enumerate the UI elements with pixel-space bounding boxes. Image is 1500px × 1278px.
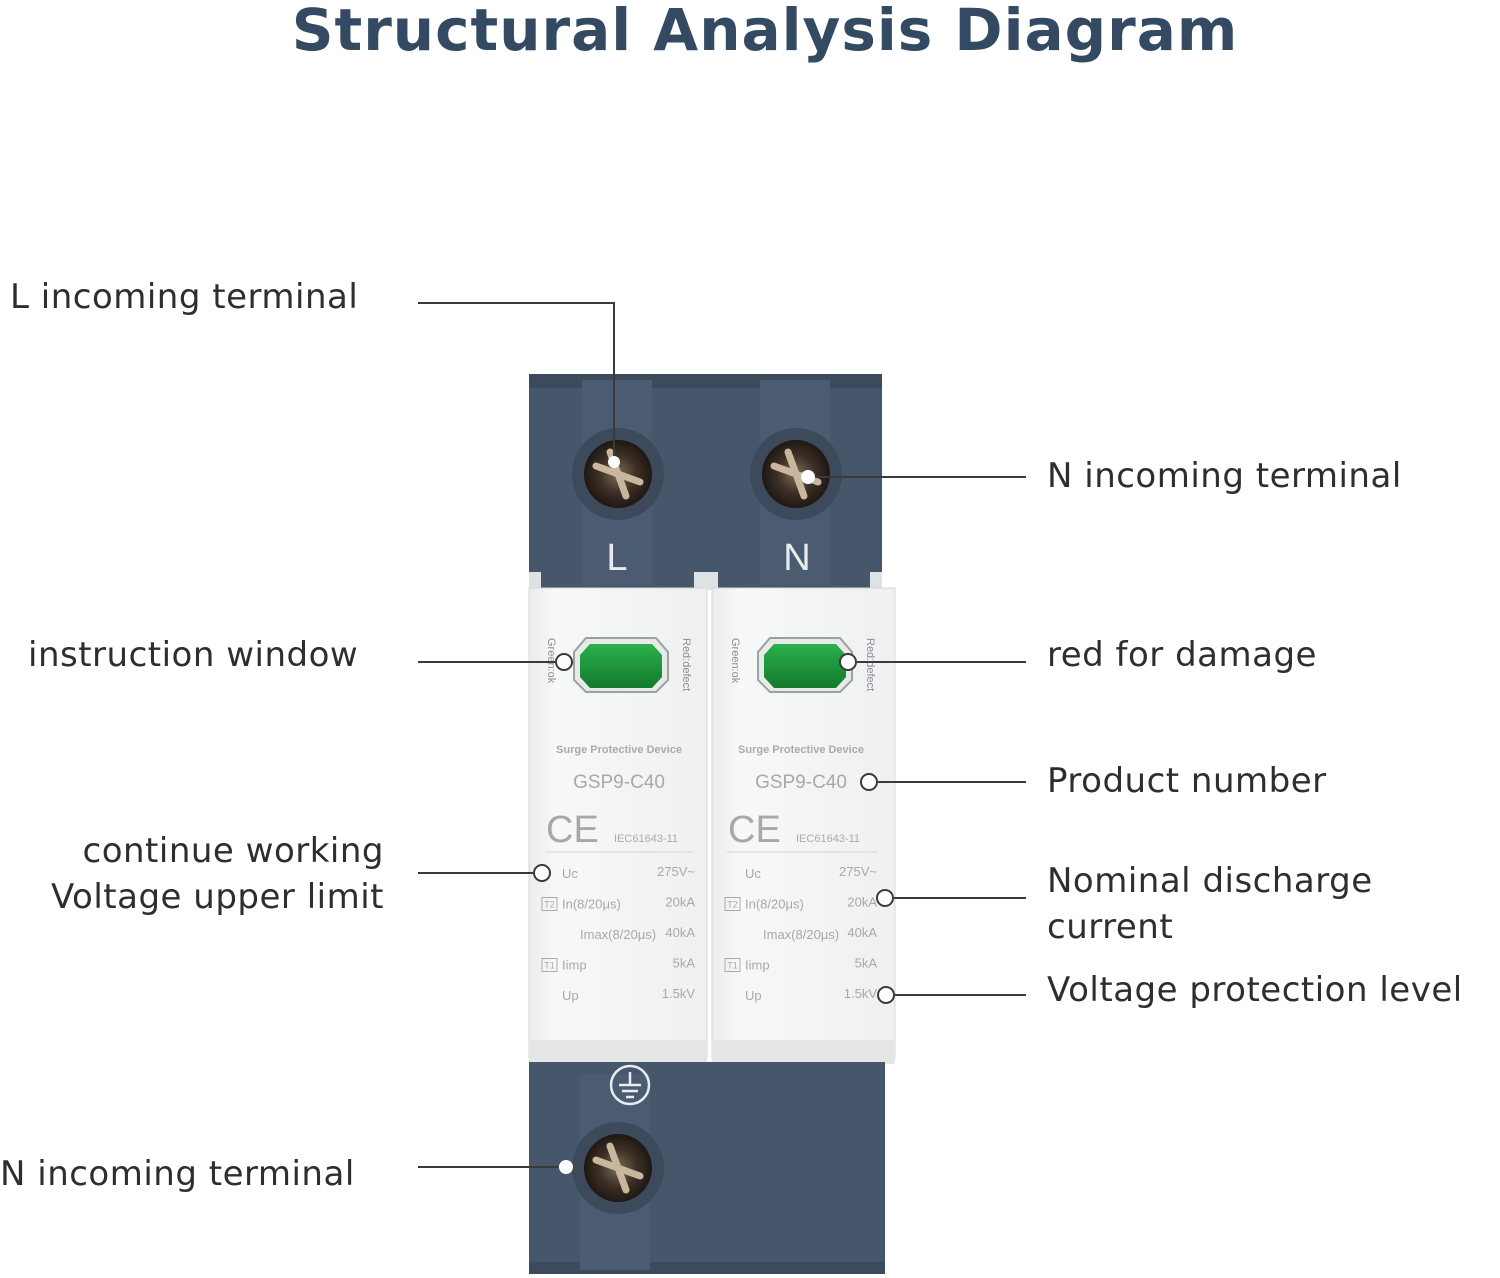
standard-left: IEC61643-11 [614, 833, 678, 845]
marker-n-incoming-bottom [559, 1160, 573, 1174]
label-continue-working: continue working [82, 831, 384, 871]
marker-voltage-protection [877, 986, 895, 1004]
spec-name-right-2: Imax(8/20μs) [763, 927, 839, 942]
label-nominal-discharge-current: current [1047, 907, 1174, 947]
spec-value-left-1: 20kA [665, 895, 695, 910]
spec-table-left: Uc 275V~ T2 In(8/20μs) 20kA Imax(8/20μs) 40kA T… [541, 864, 696, 1003]
spec-name-left-1: In(8/20μs) [562, 897, 621, 912]
indicator-window-right-icon [757, 637, 853, 693]
ground-terminal-screw-icon [572, 1122, 664, 1214]
spec-value-right-0: 275V~ [839, 864, 877, 879]
leader-lines [418, 302, 1026, 1168]
label-n-incoming-terminal-top: N incoming terminal [1047, 456, 1402, 496]
leader-l-incoming [418, 302, 615, 462]
marker-l-incoming [608, 456, 620, 468]
spec-name-left-3: Iimp [562, 958, 587, 973]
device-heading-left: Surge Protective Device [556, 744, 682, 756]
n-terminal-screw-icon [750, 428, 842, 520]
spec-value-left-2: 40kA [665, 925, 695, 940]
label-red-for-damage: red for damage [1047, 635, 1317, 675]
label-voltage-upper-limit: Voltage upper limit [50, 877, 384, 917]
label-instruction-window: instruction window [28, 635, 359, 675]
marker-n-incoming-top [801, 470, 815, 484]
spec-name-left-4: Up [562, 988, 579, 1003]
ce-mark-left-icon: CE [546, 809, 599, 851]
standard-right: IEC61643-11 [796, 833, 860, 845]
spec-name-right-3: Iimp [745, 958, 770, 973]
spec-table-right: Uc 275V~ T2 In(8/20μs) 20kA Imax(8/20μs) 40kA T… [724, 864, 878, 1003]
spec-name-right-1: In(8/20μs) [745, 897, 804, 912]
spec-name-right-0: Uc [745, 866, 761, 881]
spec-name-left-0: Uc [562, 866, 578, 881]
label-product-number: Product number [1047, 761, 1327, 801]
label-n-incoming-terminal-bottom: N incoming terminal [0, 1154, 355, 1194]
model-number-left: GSP9-C40 [573, 772, 665, 793]
spec-value-left-4: 1.5kV [662, 986, 696, 1001]
marker-instruction-window [555, 653, 573, 671]
spec-value-left-3: 5kA [673, 956, 696, 971]
terminal-l-marking: L [606, 537, 627, 579]
spec-name-left-2: Imax(8/20μs) [580, 927, 656, 942]
green-ok-text-left: Green:ok [545, 638, 557, 684]
label-l-incoming-terminal: L incoming terminal [10, 277, 359, 317]
marker-continue-working [533, 864, 551, 882]
model-number-right: GSP9-C40 [755, 772, 847, 793]
spec-tag-right-1: T2 [727, 900, 738, 910]
ground-symbol-icon [609, 1064, 651, 1106]
ce-mark-right-icon: CE [728, 809, 781, 851]
diagram-title: Structural Analysis Diagram [291, 0, 1239, 64]
indicator-window-left-icon [573, 637, 669, 693]
green-ok-text-right: Green:ok [729, 638, 741, 684]
marker-red-for-damage [839, 653, 857, 671]
marker-product-number [860, 773, 878, 791]
red-defect-text-left: Red:defect [680, 638, 692, 691]
spec-value-left-0: 275V~ [657, 864, 695, 879]
terminal-n-marking: N [783, 537, 810, 579]
label-nominal-discharge: Nominal discharge [1047, 861, 1373, 901]
spec-tag-right-3: T1 [727, 961, 738, 971]
spec-tag-box-right-3 [724, 958, 741, 972]
spec-value-right-2: 40kA [847, 925, 877, 940]
spec-tag-box-right-1 [724, 897, 741, 911]
label-voltage-protection-level: Voltage protection level [1047, 970, 1463, 1010]
marker-nominal-discharge [876, 889, 894, 907]
spec-value-right-4: 1.5kV [844, 986, 878, 1001]
spec-tag-box-left-3 [541, 958, 558, 972]
spec-value-right-1: 20kA [847, 895, 877, 910]
device-heading-right: Surge Protective Device [738, 744, 864, 756]
spec-tag-left-3: T1 [544, 961, 555, 971]
spec-tag-left-1: T2 [544, 900, 555, 910]
spec-value-right-3: 5kA [855, 956, 878, 971]
spec-tag-box-left-1 [541, 897, 558, 911]
l-terminal-screw-icon [572, 428, 664, 520]
red-defect-text-right: Red:defect [864, 638, 876, 691]
spec-name-right-4: Up [745, 988, 762, 1003]
